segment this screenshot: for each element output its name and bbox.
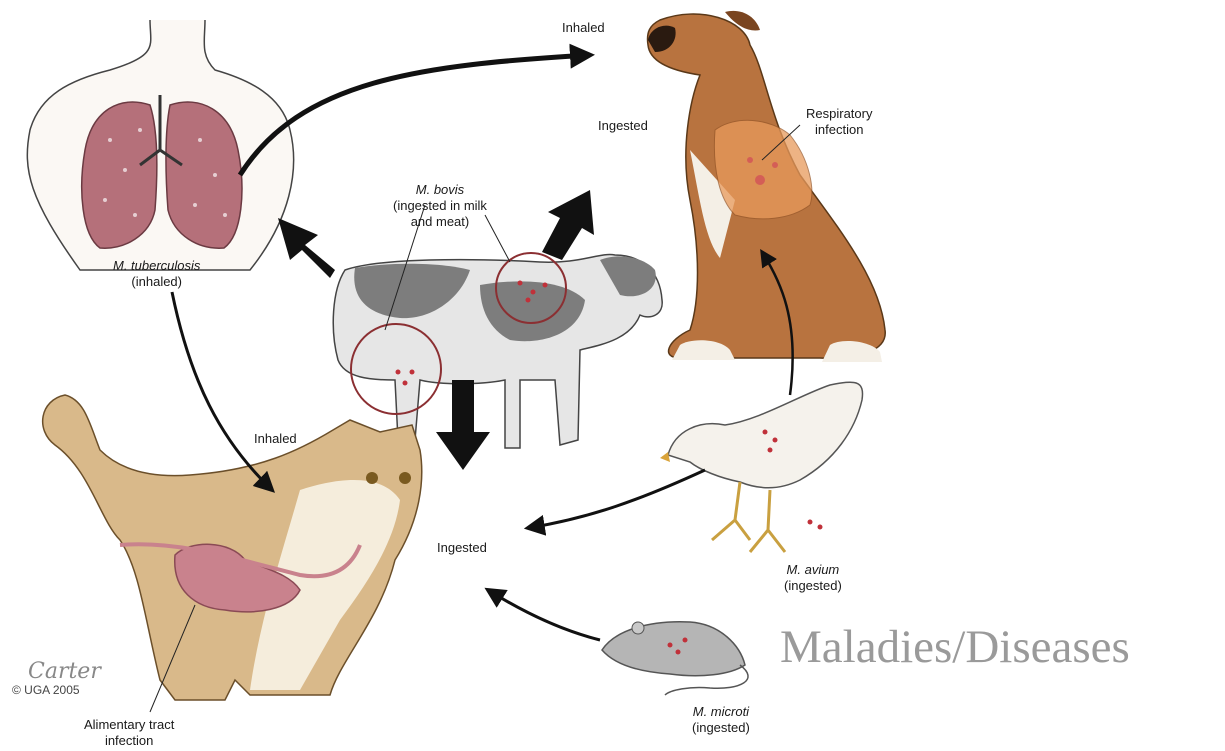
watermark-text: Maladies/Diseases: [780, 620, 1130, 674]
chicken-illustration: [660, 382, 863, 552]
microti-line2: (ingested): [692, 720, 750, 736]
arrow-cow-down: [436, 380, 490, 470]
human-torso-illustration: [27, 20, 293, 270]
tb-name: M. tuberculosis: [113, 258, 200, 274]
bovis-name: M. bovis: [393, 182, 487, 198]
dog-lung-overlay: [714, 120, 811, 219]
label-m-microti: M. microti (ingested): [692, 704, 750, 736]
dog-illustration: [648, 11, 886, 362]
arrow-chicken-to-center: [528, 470, 705, 528]
artist-signature: Carter: [28, 659, 102, 684]
arrow-mouse-to-center: [488, 590, 600, 640]
cow-illustration: [333, 205, 662, 448]
mouse-illustration: [602, 622, 748, 695]
arrow-cow-to-dog: [542, 190, 594, 260]
bovis-line2: (ingested in milk: [393, 198, 487, 214]
arrow-lungs-to-cat: [172, 292, 272, 490]
label-m-bovis: M. bovis (ingested in milk and meat): [393, 182, 487, 230]
label-ingested-center: Ingested: [437, 540, 487, 556]
arrow-cow-to-human: [278, 218, 335, 278]
label-inhaled-top: Inhaled: [562, 20, 605, 36]
respiratory-line1: Respiratory: [806, 106, 872, 122]
label-inhaled-cat: Inhaled: [254, 431, 297, 447]
tb-line2: (inhaled): [113, 274, 200, 290]
microti-name: M. microti: [692, 704, 750, 720]
label-m-avium: M. avium (ingested): [784, 562, 842, 594]
bovis-line3: and meat): [393, 214, 487, 230]
copyright-text: © UGA 2005: [12, 683, 80, 697]
avium-name: M. avium: [784, 562, 842, 578]
label-m-tuberculosis: M. tuberculosis (inhaled): [113, 258, 200, 290]
label-ingested-dog: Ingested: [598, 118, 648, 134]
label-respiratory-infection: Respiratory infection: [806, 106, 872, 138]
alimentary-line2: infection: [84, 733, 174, 749]
avium-line2: (ingested): [784, 578, 842, 594]
alimentary-line1: Alimentary tract: [84, 717, 174, 733]
label-alimentary-tract: Alimentary tract infection: [84, 717, 174, 749]
respiratory-line2: infection: [806, 122, 872, 138]
